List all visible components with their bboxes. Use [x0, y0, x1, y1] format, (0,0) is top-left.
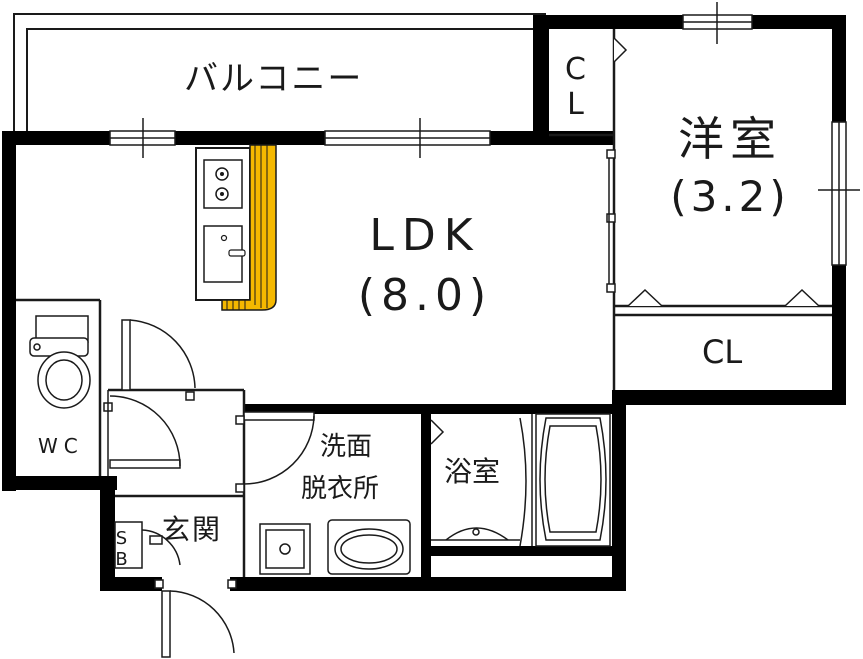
small-closet-label: CL [558, 52, 593, 122]
washroom-fixtures [259, 519, 411, 575]
exterior-walls [2, 15, 846, 591]
ldk-label: LDK [369, 210, 481, 261]
shoe-box-label: SB [111, 528, 132, 570]
washroom-label-line2: 脱衣所 [300, 474, 379, 504]
balcony-label: バルコニー [184, 59, 364, 99]
doors [103, 319, 315, 658]
bathroom-label: 浴室 [444, 455, 501, 488]
closet-label: CL [702, 333, 743, 371]
entrance-label: 玄関 [162, 513, 223, 546]
bathroom-fixtures [431, 413, 611, 547]
wc-label: WC [38, 434, 84, 458]
kitchen [195, 144, 277, 311]
sliding-door [606, 149, 616, 293]
closet-doors [430, 37, 820, 445]
ldk-size: (8.0) [357, 270, 493, 321]
western-room-label: 洋室 [678, 112, 782, 166]
windows [109, 2, 860, 266]
western-room-size: (3.2) [670, 172, 790, 221]
toilet [29, 315, 91, 409]
washroom-label-line1: 洗面 [319, 432, 372, 462]
